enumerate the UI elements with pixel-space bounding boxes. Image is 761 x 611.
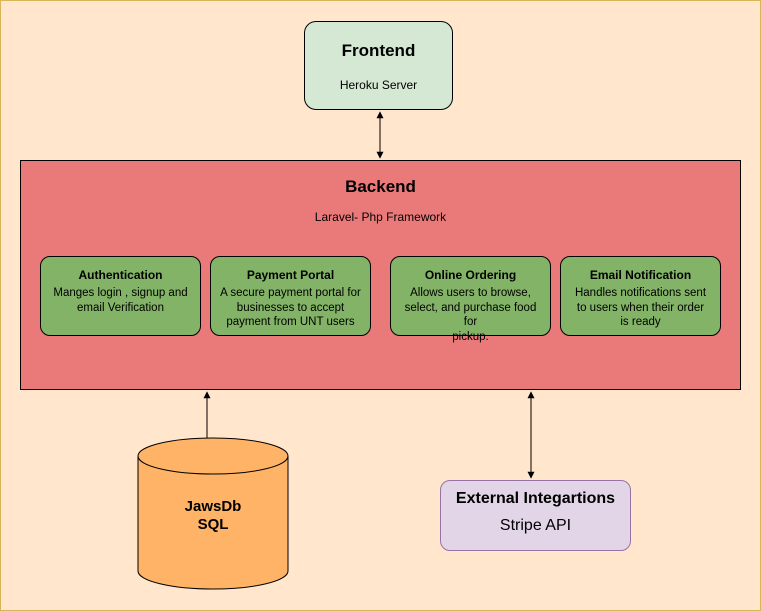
backend-node[interactable]: Backend Laravel- Php Framework Authentic… [20, 160, 741, 390]
module-email-notification[interactable]: Email Notification Handles notifications… [560, 256, 721, 336]
frontend-subtitle: Heroku Server [339, 78, 418, 92]
module-description-line: Manges login , signup and [53, 287, 188, 299]
module-description-line: email Verification [77, 301, 164, 314]
module-description-line: payment from UNT users [226, 316, 355, 328]
database-label: JawsDb SQL [137, 498, 289, 534]
module-authentication[interactable]: Authentication Manges login , signup and… [40, 256, 201, 336]
module-description-line: pickup. [452, 330, 489, 343]
database-label-line: SQL [197, 516, 229, 533]
module-description-line: is ready [620, 316, 661, 328]
external-subtitle: Stripe API [499, 517, 572, 534]
module-title: Online Ordering [424, 268, 517, 282]
external-integrations-node[interactable]: External Integartions Stripe API [440, 480, 631, 551]
module-description-line: businesses to accept [236, 301, 345, 314]
external-title: External Integartions [455, 490, 616, 507]
module-description: Handles notifications sent to users when… [567, 286, 714, 330]
module-title: Email Notification [589, 268, 692, 282]
module-description: Allows users to browse, select, and purc… [397, 286, 544, 344]
database-cylinder-shape [137, 437, 289, 590]
module-title: Payment Portal [246, 268, 335, 282]
module-description: A secure payment portal for businesses t… [217, 286, 364, 330]
frontend-node[interactable]: Frontend Heroku Server [304, 21, 453, 110]
module-description-line: to users when their order [576, 301, 705, 314]
module-description: Manges login , signup and email Verifica… [47, 286, 194, 315]
module-description-line: Handles notifications sent [574, 287, 707, 299]
module-title: Authentication [78, 268, 163, 282]
database-node[interactable]: JawsDb SQL [137, 437, 289, 591]
module-payment-portal[interactable]: Payment Portal A secure payment portal f… [210, 256, 371, 336]
database-label-line: JawsDb [184, 498, 242, 515]
backend-subtitle: Laravel- Php Framework [314, 210, 447, 224]
module-description-line: select, and purchase food for [404, 301, 537, 329]
module-online-ordering[interactable]: Online Ordering Allows users to browse, … [390, 256, 551, 343]
module-description-line: Allows users to browse, [410, 287, 531, 299]
frontend-title: Frontend [341, 41, 416, 60]
module-description-line: A secure payment portal for [220, 287, 361, 299]
backend-title: Backend [345, 177, 416, 196]
